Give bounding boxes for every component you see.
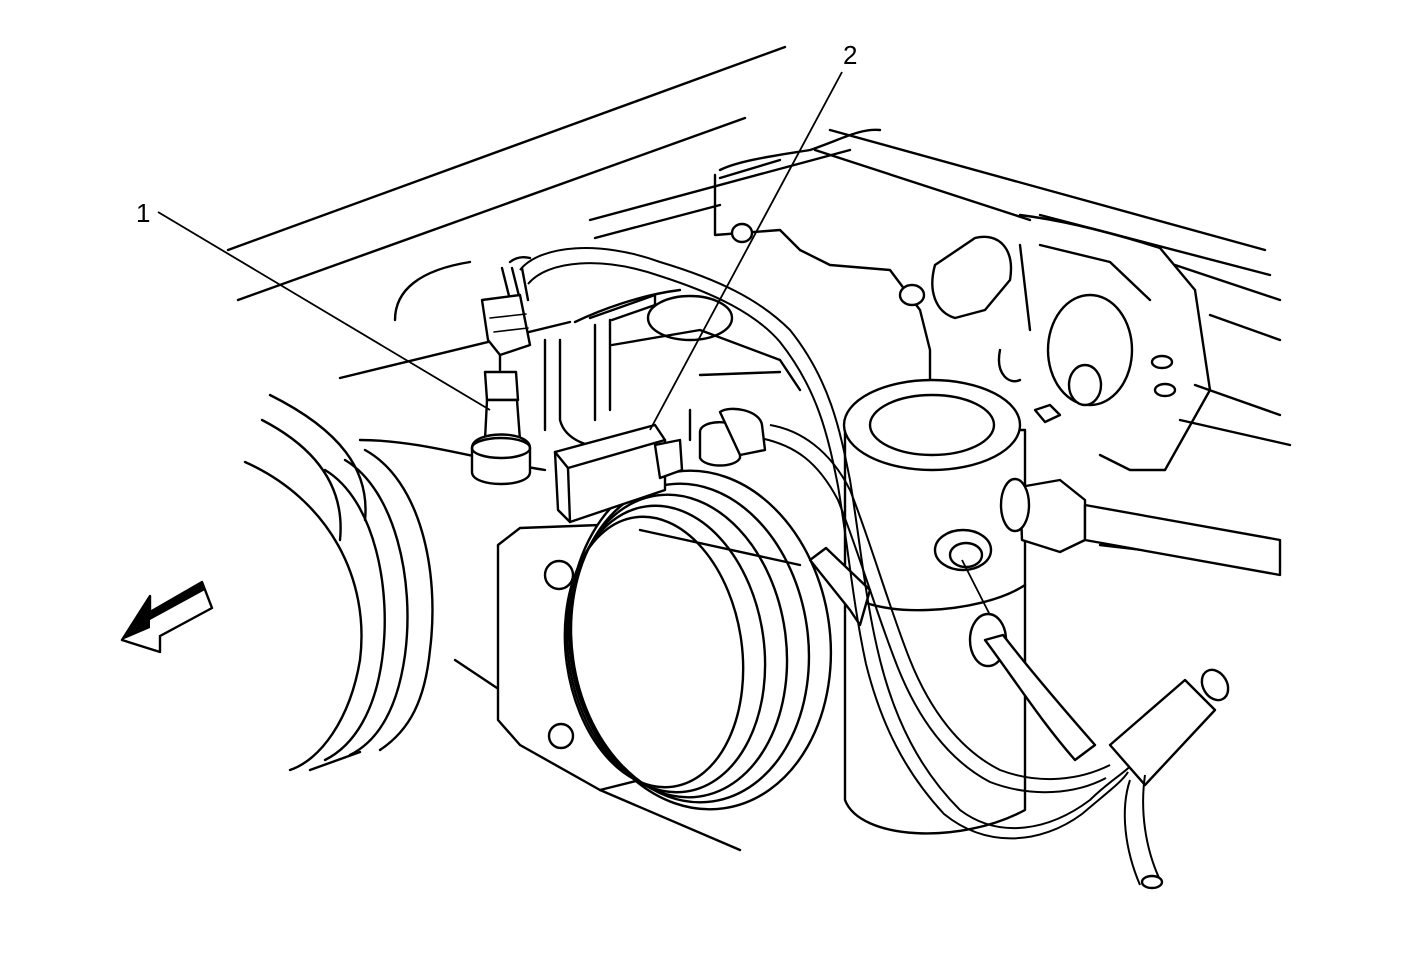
- wiring-harness: [519, 247, 1230, 890]
- front-arrow-icon: [120, 580, 214, 654]
- callout-1-label: 1: [136, 198, 150, 228]
- sensor-1-assembly: [470, 256, 532, 486]
- callout-2-label: 2: [843, 40, 857, 70]
- throttle-body: [496, 469, 833, 852]
- sensor-2-module: [553, 407, 767, 524]
- callout-1-leader: [157, 211, 491, 411]
- callout-leaders: [157, 71, 843, 431]
- intake-manifold: [543, 128, 932, 450]
- right-bracket: [931, 213, 1212, 472]
- callout-2-leader: [649, 71, 843, 431]
- fuel-line-fitting: [999, 477, 1282, 577]
- vacuum-hose: [961, 559, 1097, 762]
